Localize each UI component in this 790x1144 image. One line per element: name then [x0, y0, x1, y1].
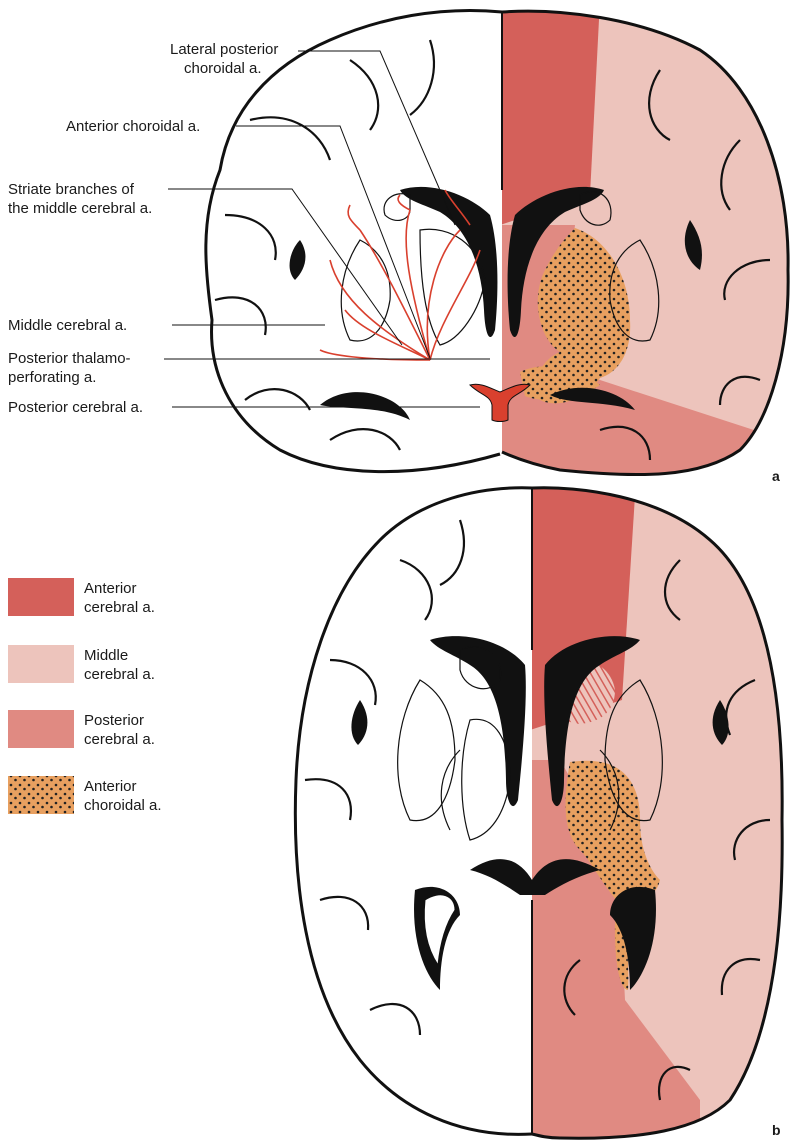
legend-swatches: [8, 578, 74, 814]
legend-label-anterior-choroidal: Anterior choroidal a.: [84, 777, 162, 815]
label-posterior-cerebral: Posterior cerebral a.: [8, 398, 143, 417]
panel-letter-a: a: [772, 468, 780, 484]
legend-label-middle-cerebral: Middle cerebral a.: [84, 646, 155, 684]
label-middle-cerebral: Middle cerebral a.: [8, 316, 127, 335]
label-anterior-choroidal: Anterior choroidal a.: [66, 117, 200, 136]
territory-fills-b: [530, 480, 790, 1144]
panel-letter-b: b: [772, 1122, 781, 1138]
legend-label-posterior-cerebral: Posterior cerebral a.: [84, 711, 155, 749]
swatch-anterior-choroidal: [8, 776, 74, 814]
swatch-anterior-cerebral: [8, 578, 74, 616]
swatch-middle-cerebral: [8, 645, 74, 683]
label-striate-branches: Striate branches of the middle cerebral …: [8, 180, 152, 218]
brain-section-b: [295, 480, 790, 1144]
label-lateral-posterior-choroidal: Lateral posterior choroidal a.: [170, 40, 278, 78]
legend-label-anterior-cerebral: Anterior cerebral a.: [84, 579, 155, 617]
left-hemisphere-outline-b: [295, 488, 532, 1135]
territory-fills-a: [500, 0, 790, 480]
swatch-posterior-cerebral: [8, 710, 74, 748]
label-posterior-thalamo: Posterior thalamo- perforating a.: [8, 349, 131, 387]
